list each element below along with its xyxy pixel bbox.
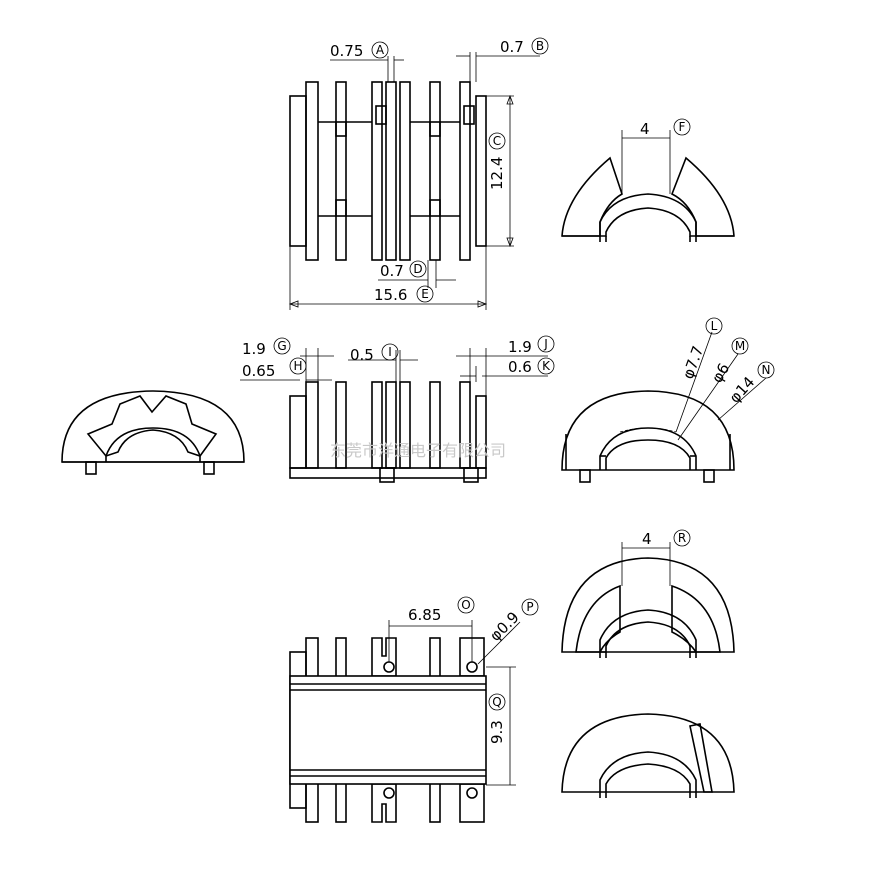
tag-circle-p: [521, 598, 539, 616]
dim-value-g: 1.9: [242, 340, 266, 358]
dim-tag-a: A: [376, 43, 385, 57]
dim-tag-r: R: [678, 531, 686, 545]
dim-tag-b: B: [536, 39, 544, 53]
dim-value-i: 0.5: [350, 346, 374, 364]
tag-circle-k: [537, 357, 555, 375]
tag-circle-d: [409, 260, 427, 278]
tag-circle-c: [488, 132, 506, 150]
tag-circle-e: [416, 285, 434, 303]
tag-circle-o: [457, 596, 475, 614]
dim-tag-m: M: [735, 339, 745, 353]
dim-value-e: 15.6: [374, 286, 407, 304]
dim-tag-l: L: [711, 319, 718, 333]
dim-tag-n: N: [762, 363, 771, 377]
dim-value-q: 9.3: [488, 720, 506, 744]
tag-circle-f: [673, 118, 691, 136]
dim-value-l: φ7.7: [679, 343, 707, 381]
dim-tag-e: E: [421, 287, 429, 301]
dim-tag-g: G: [277, 339, 286, 353]
tag-circle-j: [537, 335, 555, 353]
tag-circle-g: [273, 337, 291, 355]
dim-tag-o: O: [461, 598, 470, 612]
dim-value-f: 4: [640, 120, 650, 138]
dim-tag-q: Q: [492, 695, 501, 709]
dim-value-b: 0.7: [500, 38, 524, 56]
company-watermark: 东莞市洋通电子有限公司: [330, 441, 506, 460]
tag-circle-r: [673, 529, 691, 547]
dim-tag-c: C: [493, 134, 501, 148]
dim-tag-h: H: [293, 359, 302, 373]
end-view-bottom: [561, 713, 735, 798]
dim-value-m: φ6: [708, 360, 733, 386]
tag-circle-i: [381, 343, 399, 361]
tag-circle-h: [289, 357, 307, 375]
middle-side-view: [240, 348, 548, 483]
dim-tag-k: K: [542, 359, 551, 373]
top-side-view: [288, 52, 540, 310]
end-view-r: [561, 542, 735, 658]
dim-tag-p: P: [526, 600, 533, 614]
dim-value-d: 0.7: [380, 262, 404, 280]
tag-circle-q: [488, 693, 506, 711]
dim-value-p: φ0.9: [486, 608, 523, 645]
dim-value-h: 0.65: [242, 362, 275, 380]
dim-tag-f: F: [679, 120, 686, 134]
tag-circle-b: [531, 37, 549, 55]
tag-circle-a: [371, 41, 389, 59]
dim-value-k: 0.6: [508, 358, 532, 376]
tag-circle-n: [757, 361, 775, 379]
tag-circle-m: [731, 337, 749, 355]
dim-value-r: 4: [642, 530, 652, 548]
dim-value-j: 1.9: [508, 338, 532, 356]
dim-tag-j: J: [543, 337, 548, 351]
dim-value-a: 0.75: [330, 42, 363, 60]
end-view-f: [561, 130, 735, 242]
tag-circle-l: [705, 317, 723, 335]
dim-value-n: φ14: [726, 373, 759, 407]
dim-value-o: 6.85: [408, 606, 441, 624]
dim-value-c: 12.4: [488, 157, 506, 190]
end-view-diameters: [561, 331, 767, 483]
bottom-plan-view: [289, 620, 521, 823]
gear-end-view: [61, 390, 245, 475]
dim-tag-d: D: [413, 262, 422, 276]
dim-tag-i: I: [388, 345, 392, 359]
